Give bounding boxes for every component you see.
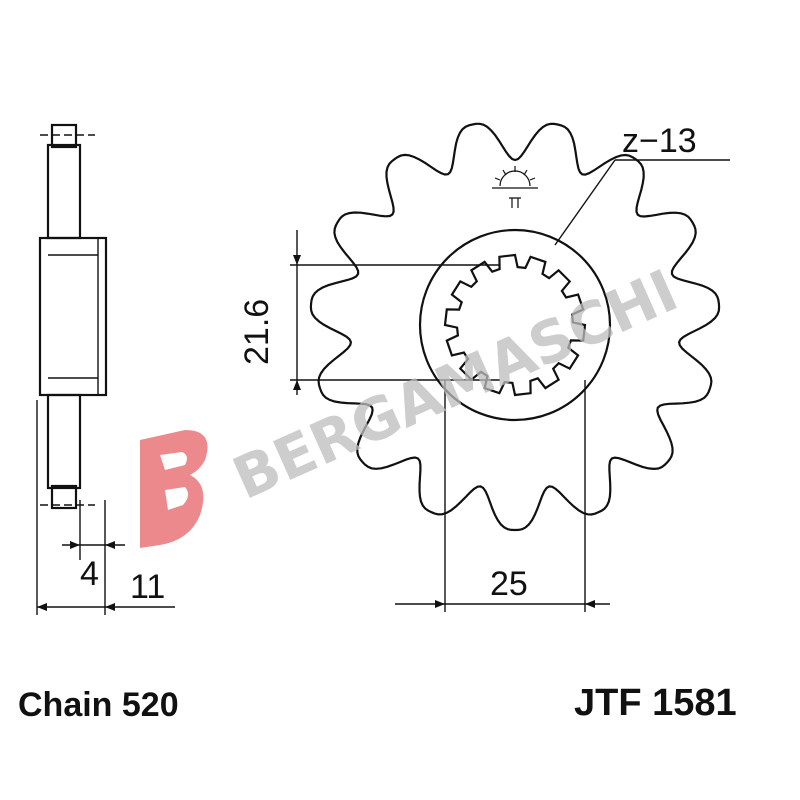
dim-height-label: 21.6 [238,299,276,365]
sprocket-outline [309,122,721,532]
dim-4-label: 4 [80,555,99,593]
side-view: 4 11 [36,123,175,615]
bergamaschi-watermark: BERGAMASCHI [140,256,687,548]
bergamaschi-logo-icon [140,430,208,548]
hub-circle [418,228,612,422]
dim-width-label: 25 [490,565,528,603]
spline-outline [443,253,587,397]
manufacturer-sun-icon [492,166,538,208]
watermark-text: BERGAMASCHI [223,256,687,513]
front-view: 21.6 25 z−13 [238,122,730,612]
part-number: JTF 1581 [574,682,737,724]
teeth-count-label: z−13 [622,122,697,160]
dim-11-label: 11 [130,568,165,606]
chain-label: Chain 520 [18,686,179,724]
